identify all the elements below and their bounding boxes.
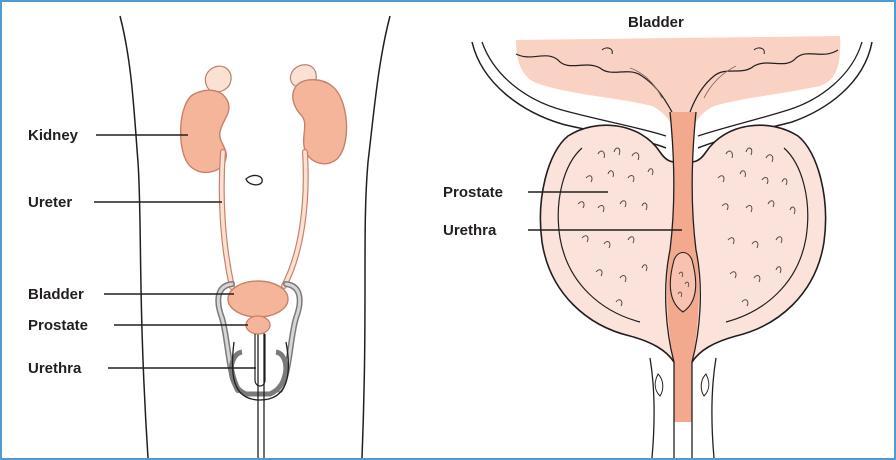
prostate-left [246, 316, 270, 334]
bladder-left [228, 281, 288, 317]
right-bladder-label: Bladder [628, 15, 684, 30]
urethra-label: Urethra [28, 361, 81, 376]
prostate-label: Prostate [28, 318, 88, 333]
kidneys [181, 80, 347, 173]
bladder-label: Bladder [28, 287, 84, 302]
ureter-label: Ureter [28, 195, 72, 210]
left-leader-lines [94, 135, 256, 368]
right-prostate-label: Prostate [443, 185, 503, 200]
kidney-label: Kidney [28, 128, 78, 143]
right-urethra-label: Urethra [443, 223, 496, 238]
